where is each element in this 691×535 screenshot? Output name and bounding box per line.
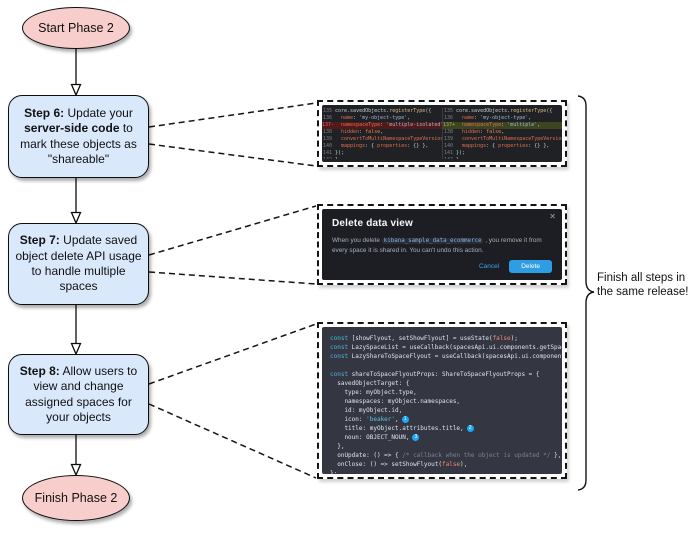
brace (577, 95, 595, 491)
delete-button[interactable]: Delete (509, 260, 552, 273)
start-node: Start Phase 2 (22, 7, 130, 49)
screenshot-code-block: const [showFlyout, setShowFlyout] = useS… (317, 322, 567, 479)
screenshot-delete-modal: Delete data view ✕ When you delete kiban… (317, 204, 567, 285)
step-8-node: Step 8: Allow users to view and change a… (8, 354, 149, 435)
start-node-label: Start Phase 2 (38, 21, 114, 35)
step-6-node: Step 6: Update your server-side code to … (8, 95, 149, 178)
zoom-connector-lines (148, 102, 317, 479)
callout-badge-2: 2 (466, 425, 474, 432)
step-6-label: Step 6: Update your server-side code to … (20, 105, 137, 166)
callout-badge-1: 1 (401, 416, 409, 423)
step-7-node: Step 7: Update saved object delete API u… (8, 223, 149, 305)
brace-note: Finish all steps in the same release! (597, 272, 689, 298)
modal-body: When you delete kibana_sample_data_ecomm… (332, 237, 542, 254)
modal-title: Delete data view (332, 218, 414, 229)
finish-node-label: Finish Phase 2 (34, 491, 118, 505)
finish-node: Finish Phase 2 (22, 475, 130, 521)
code-block: const [showFlyout, setShowFlyout] = useS… (322, 327, 562, 474)
close-icon[interactable]: ✕ (549, 212, 556, 221)
step-7-label: Step 7: Update saved object delete API u… (15, 233, 142, 294)
inline-code-token: kibana_sample_data_ecommerce (381, 238, 484, 244)
cancel-button[interactable]: Cancel (478, 263, 500, 270)
callout-badge-3: 3 (412, 434, 420, 441)
step-8-label: Step 8: Allow users to view and change a… (19, 363, 138, 424)
